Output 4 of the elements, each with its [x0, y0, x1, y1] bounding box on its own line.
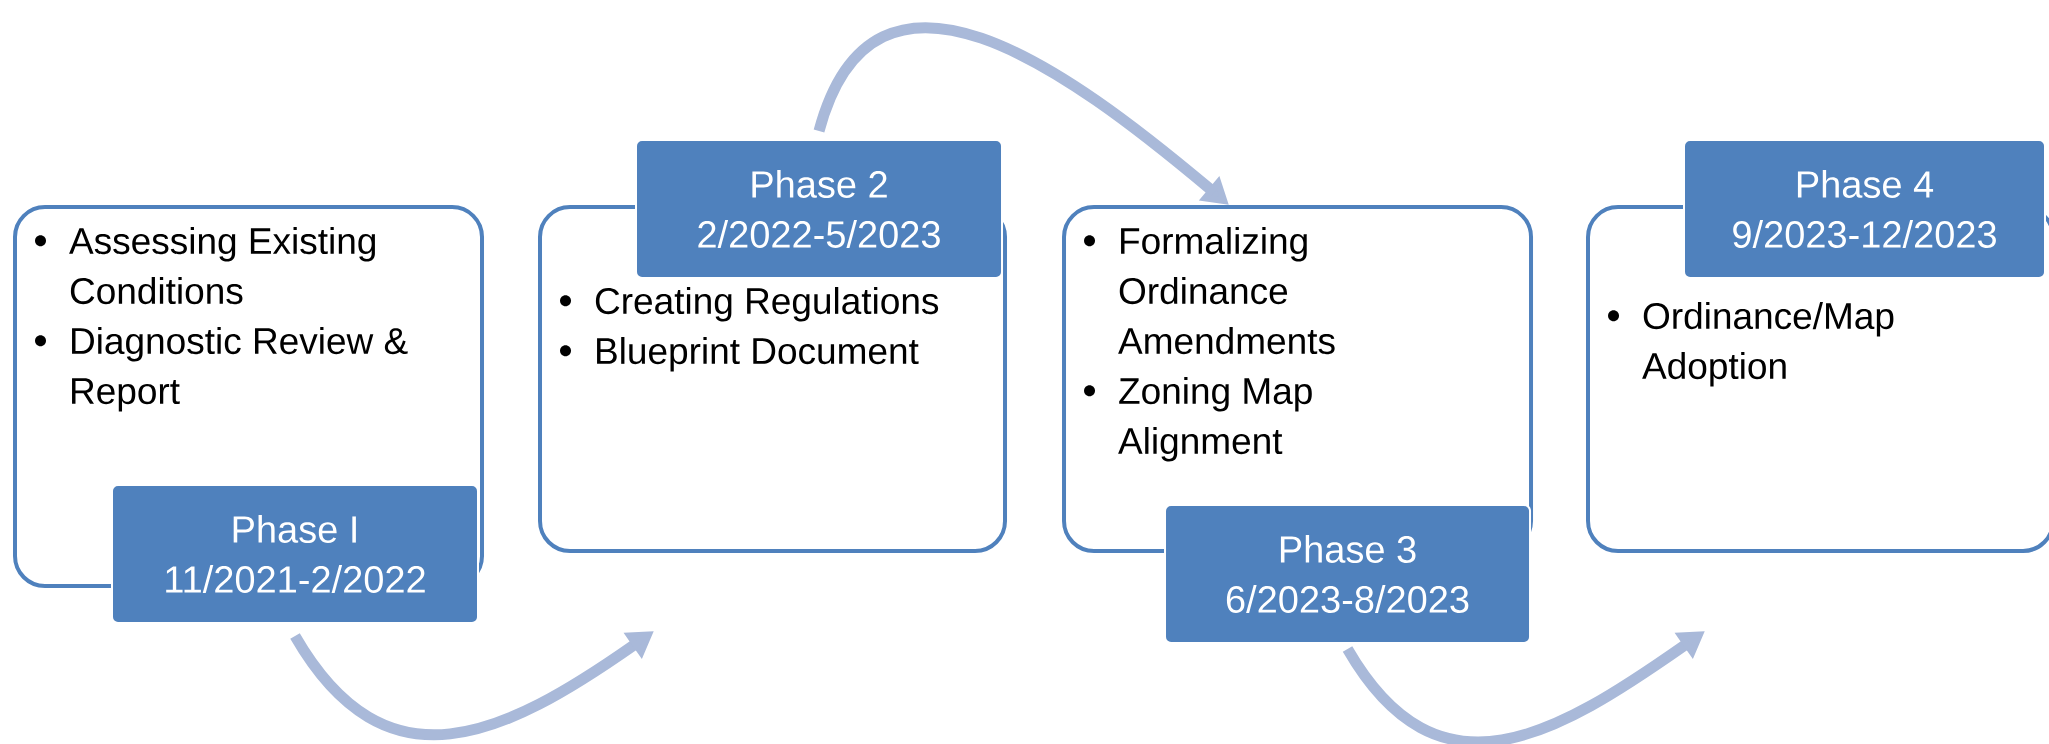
phase-tag: Phase 2 2/2022-5/2023 — [635, 139, 1003, 279]
phase-tag: Phase I 11/2021-2/2022 — [111, 484, 479, 624]
phase-tag: Phase 4 9/2023-12/2023 — [1683, 139, 2047, 279]
phase-tag: Phase 3 6/2023-8/2023 — [1164, 504, 1531, 644]
